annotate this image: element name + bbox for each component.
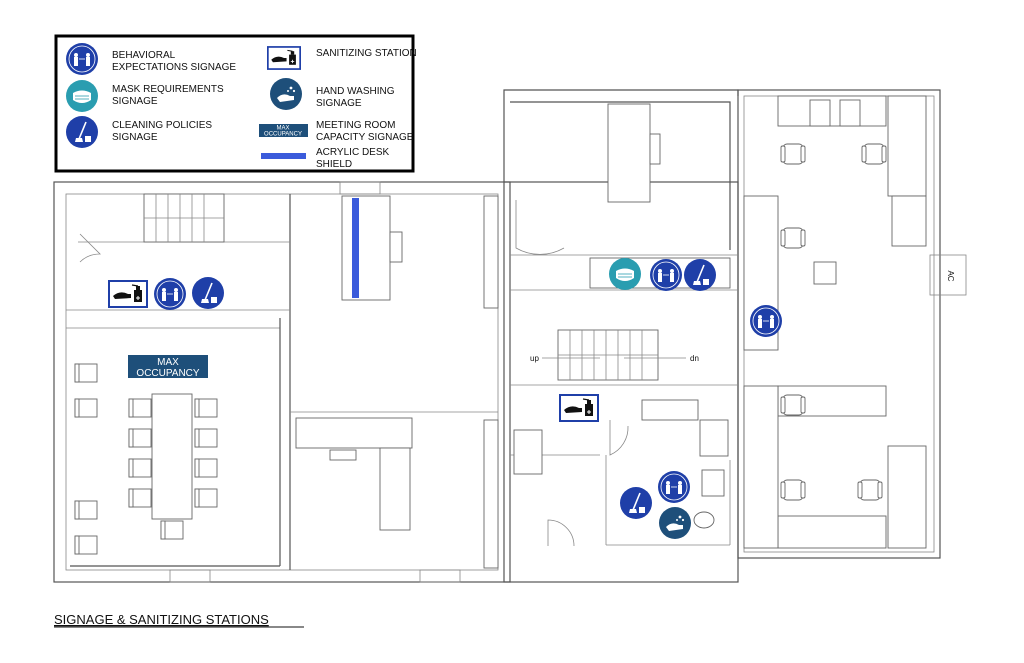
legend-label: CAPACITY SIGNAGE [316,132,414,143]
legend-label: MASK REQUIREMENTS [112,84,224,95]
behavioral-icon [657,470,691,504]
page-title: SIGNAGE & SANITIZING STATIONS [54,612,269,627]
behavioral-icon [153,277,187,311]
sanitizing-station-icon [559,394,599,422]
sanitizing-station-icon [108,280,148,308]
hand-washing-icon [659,507,691,539]
sanitizing-station-icon [267,46,301,70]
stair-down-label: dn [690,354,699,363]
legend-box: BEHAVIORAL EXPECTATIONS SIGNAGE MASK REQ… [54,34,417,173]
max-occupancy-icon: MAX OCCUPANCY [259,124,308,138]
max-occupancy-small-1: MAX [276,126,289,132]
legend-label: CLEANING POLICIES [112,120,212,131]
max-occupancy-small-2: OCCUPANCY [264,132,302,138]
mask-icon [65,79,99,113]
legend-label: HAND WASHING [316,86,395,97]
meeting-room-capacity-sign: MAX OCCUPANCY [128,355,208,379]
legend-label: EXPECTATIONS SIGNAGE [112,62,236,73]
legend-label: SANITIZING STATION [316,48,417,59]
behavioral-icon [749,304,783,338]
legend-label: SIGNAGE [112,132,158,143]
legend-label: SHIELD [316,159,352,170]
max-occupancy-text-2: OCCUPANCY [136,368,199,379]
acrylic-shield-icon [261,153,306,159]
legend-label: SIGNAGE [316,98,362,109]
legend-label: ACRYLIC DESK [316,147,390,158]
legend-label: SIGNAGE [112,96,158,107]
mask-icon [608,257,642,291]
cleaning-icon [683,258,717,292]
legend-label: MEETING ROOM [316,120,395,131]
behavioral-icon [65,42,99,76]
max-occupancy-text-1: MAX [157,357,179,368]
ac-label: AC [946,270,955,281]
hand-washing-icon [270,78,302,110]
stair-up-label: up [530,354,539,363]
cleaning-icon [619,486,653,520]
acrylic-desk-shield [352,198,359,298]
behavioral-icon [649,258,683,292]
legend-label: BEHAVIORAL [112,50,176,61]
cleaning-icon [65,115,99,149]
cleaning-icon [191,276,225,310]
